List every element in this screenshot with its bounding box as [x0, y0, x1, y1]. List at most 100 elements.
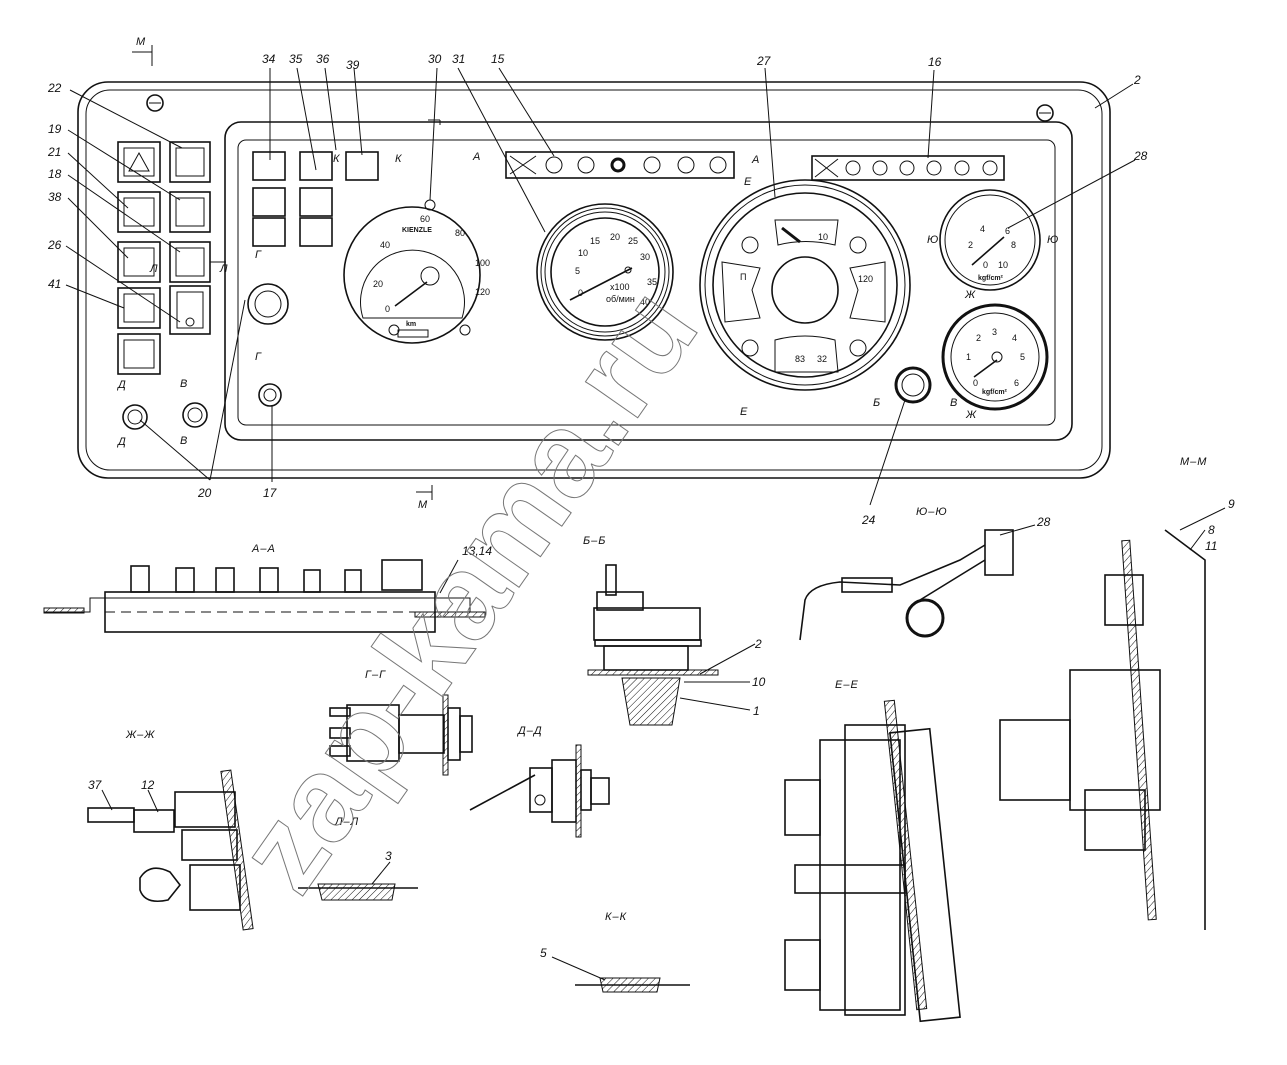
- scale-label: 5: [575, 266, 580, 276]
- callout-17: 17: [263, 486, 278, 500]
- callout-39: 39: [346, 58, 360, 72]
- unit-label: kgf/cm²: [982, 389, 1008, 396]
- ignition-switch: [247, 283, 289, 325]
- section-title-k-k: К–К: [605, 911, 627, 923]
- scale-label: 1: [966, 352, 971, 362]
- callout-26: 26: [47, 238, 62, 252]
- scale-label: 6: [1005, 226, 1010, 236]
- section-l-l: 3: [298, 849, 418, 901]
- callout-11: 11: [1205, 539, 1217, 553]
- section-title-a-a: А–А: [251, 543, 276, 555]
- section-a-a: 13,14: [43, 544, 492, 633]
- section-m-m: 9 8 11: [999, 497, 1235, 930]
- scale-label: 4: [980, 224, 985, 234]
- callout-27: 27: [756, 54, 772, 68]
- scale-label: 6: [1014, 378, 1019, 388]
- callout-22: 22: [47, 81, 62, 95]
- section-mark: Е: [744, 176, 752, 188]
- pressure-gauge-top: 0 2 4 6 8 10 kgf/cm²: [939, 189, 1041, 291]
- sun-icon: [185, 317, 195, 327]
- section-mark: Л: [149, 263, 159, 275]
- section-title-m-m: М–М: [1180, 456, 1207, 468]
- scale-label: 80: [455, 228, 465, 238]
- section-title-zh-zh: Ж–Ж: [125, 729, 155, 741]
- fuel-gauge-label: П: [740, 272, 746, 282]
- section-title-g-g: Г–Г: [365, 669, 386, 681]
- section-mark: В: [950, 397, 958, 409]
- section-mark: М: [418, 499, 428, 511]
- left-switch-block: [117, 141, 211, 430]
- unit-label: об/мин: [606, 294, 635, 304]
- voltage-scale-label: 83: [795, 354, 805, 364]
- callout-36: 36: [316, 52, 330, 66]
- callout-21: 21: [47, 145, 61, 159]
- scale-label: 3: [992, 327, 997, 337]
- callout-numbers: 22 19 21 18 38 26 41 34 35 36 39 30 31 1…: [47, 52, 1148, 527]
- temp-scale-label: 120: [858, 274, 873, 284]
- callout-34: 34: [262, 52, 276, 66]
- callout-5: 5: [540, 946, 547, 960]
- screw-icon: [1036, 104, 1054, 122]
- brand-label: KIENZLE: [402, 227, 432, 234]
- section-mark: Ю: [927, 234, 939, 246]
- section-mark: Г: [255, 249, 262, 261]
- voltage-scale-label: 32: [817, 354, 827, 364]
- scale-label: 30: [640, 252, 650, 262]
- scale-label: 0: [385, 304, 390, 314]
- combination-gauge: 10 П 120 83 32: [699, 179, 911, 391]
- section-mark: А: [751, 154, 760, 166]
- callout-30: 30: [428, 52, 442, 66]
- section-mark: Ю: [1047, 234, 1059, 246]
- scale-label: 40: [640, 297, 650, 307]
- section-titles: М–М Ю–Ю А–А Б–Б Г–Г Е–Е Ж–Ж Д–Д Л–Л К–К: [125, 456, 1207, 923]
- button: [258, 383, 282, 407]
- section-mark: Д: [116, 379, 127, 391]
- section-d-d: [469, 744, 610, 838]
- callout-2: 2: [754, 637, 762, 651]
- scale-label: 20: [610, 232, 620, 242]
- scale-label: 0: [973, 378, 978, 388]
- scale-label: 35: [647, 277, 657, 287]
- section-mark: Л: [219, 263, 229, 275]
- scale-label: 25: [628, 236, 638, 246]
- scale-label: 2: [968, 240, 973, 250]
- callout-38: 38: [48, 190, 62, 204]
- multiplier-label: x100: [610, 282, 630, 292]
- callout-28: 28: [1036, 515, 1051, 529]
- callout-19: 19: [48, 122, 62, 136]
- section-mark: Д: [116, 436, 127, 448]
- toggle-switch: [182, 402, 208, 428]
- scale-label: 120: [475, 287, 490, 297]
- callout-8: 8: [1208, 523, 1215, 537]
- section-g-g: [329, 694, 473, 776]
- tachograph-gauge: KIENZLE 0 20 40 60 80 100 120 km: [343, 199, 490, 344]
- scale-label: 10: [998, 260, 1008, 270]
- fuel-scale-label: 10: [818, 232, 828, 242]
- scale-label: 15: [590, 236, 600, 246]
- center-switch-block: [247, 151, 379, 407]
- scale-label: 2: [976, 333, 981, 343]
- callout-41: 41: [48, 277, 61, 291]
- callout-1: 1: [753, 704, 760, 718]
- callout-28: 28: [1133, 149, 1148, 163]
- section-title-e-e: Е–Е: [835, 679, 859, 691]
- section-zh-zh: 37 12: [87, 769, 254, 931]
- scale-label: 0: [578, 288, 583, 298]
- scale-label: 4: [1012, 333, 1017, 343]
- section-mark: М: [136, 36, 146, 48]
- toggle-switch: [122, 404, 148, 430]
- section-k-k: 5: [540, 946, 690, 993]
- callout-15: 15: [491, 52, 505, 66]
- callout-10: 10: [752, 675, 766, 689]
- hazard-icon: [128, 151, 150, 172]
- scale-label: 20: [373, 279, 383, 289]
- unit-label: kgf/cm²: [978, 275, 1004, 282]
- pressure-gauge-bottom: 0 1 2 3 4 5 6 kgf/cm²: [941, 303, 1049, 411]
- leader-lines: [65, 67, 1136, 506]
- section-title-l-l: Л–Л: [334, 816, 359, 828]
- section-mark: Г: [255, 351, 262, 363]
- callout-9: 9: [1228, 497, 1235, 511]
- indicator-ring-24: [894, 366, 932, 404]
- section-mark: К: [395, 153, 402, 165]
- screw-icon: [146, 94, 164, 112]
